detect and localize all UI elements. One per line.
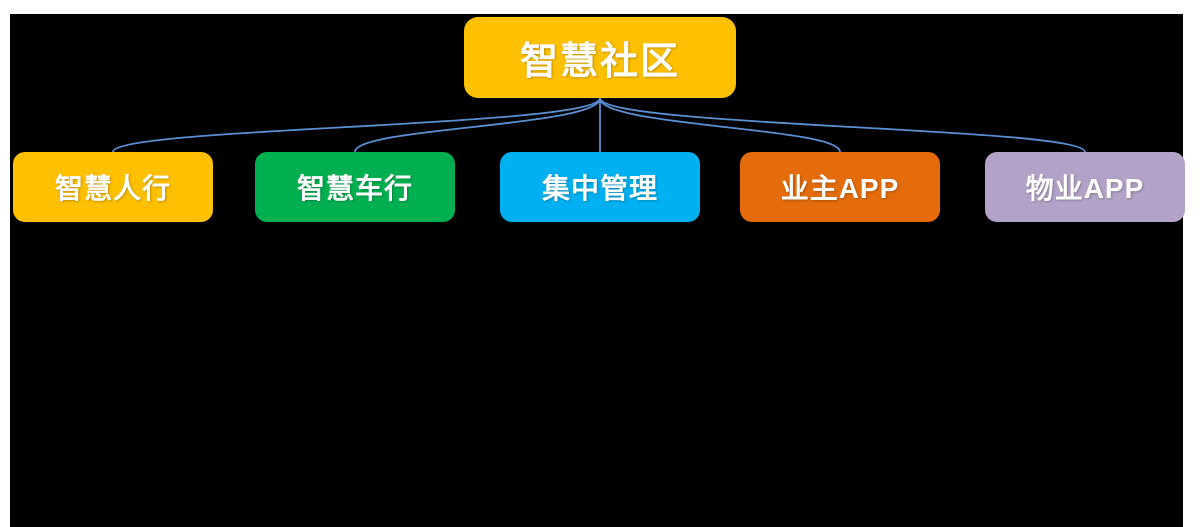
child-node-smart-vehicle: 智慧车行 <box>255 152 455 222</box>
child-node-owner-app: 业主APP <box>740 152 940 222</box>
child-node-smart-pedestrian: 智慧人行 <box>13 152 213 222</box>
child-node-label: 业主APP <box>780 173 900 204</box>
root-node-smart-community: 智慧社区 <box>464 17 736 98</box>
child-node-label: 智慧人行 <box>54 173 171 204</box>
root-node-label: 智慧社区 <box>519 41 680 83</box>
child-node-central-management: 集中管理 <box>500 152 700 222</box>
child-node-label: 物业APP <box>1025 173 1145 204</box>
child-node-label: 集中管理 <box>541 173 658 204</box>
child-node-label: 智慧车行 <box>296 173 413 204</box>
child-node-property-app: 物业APP <box>985 152 1185 222</box>
